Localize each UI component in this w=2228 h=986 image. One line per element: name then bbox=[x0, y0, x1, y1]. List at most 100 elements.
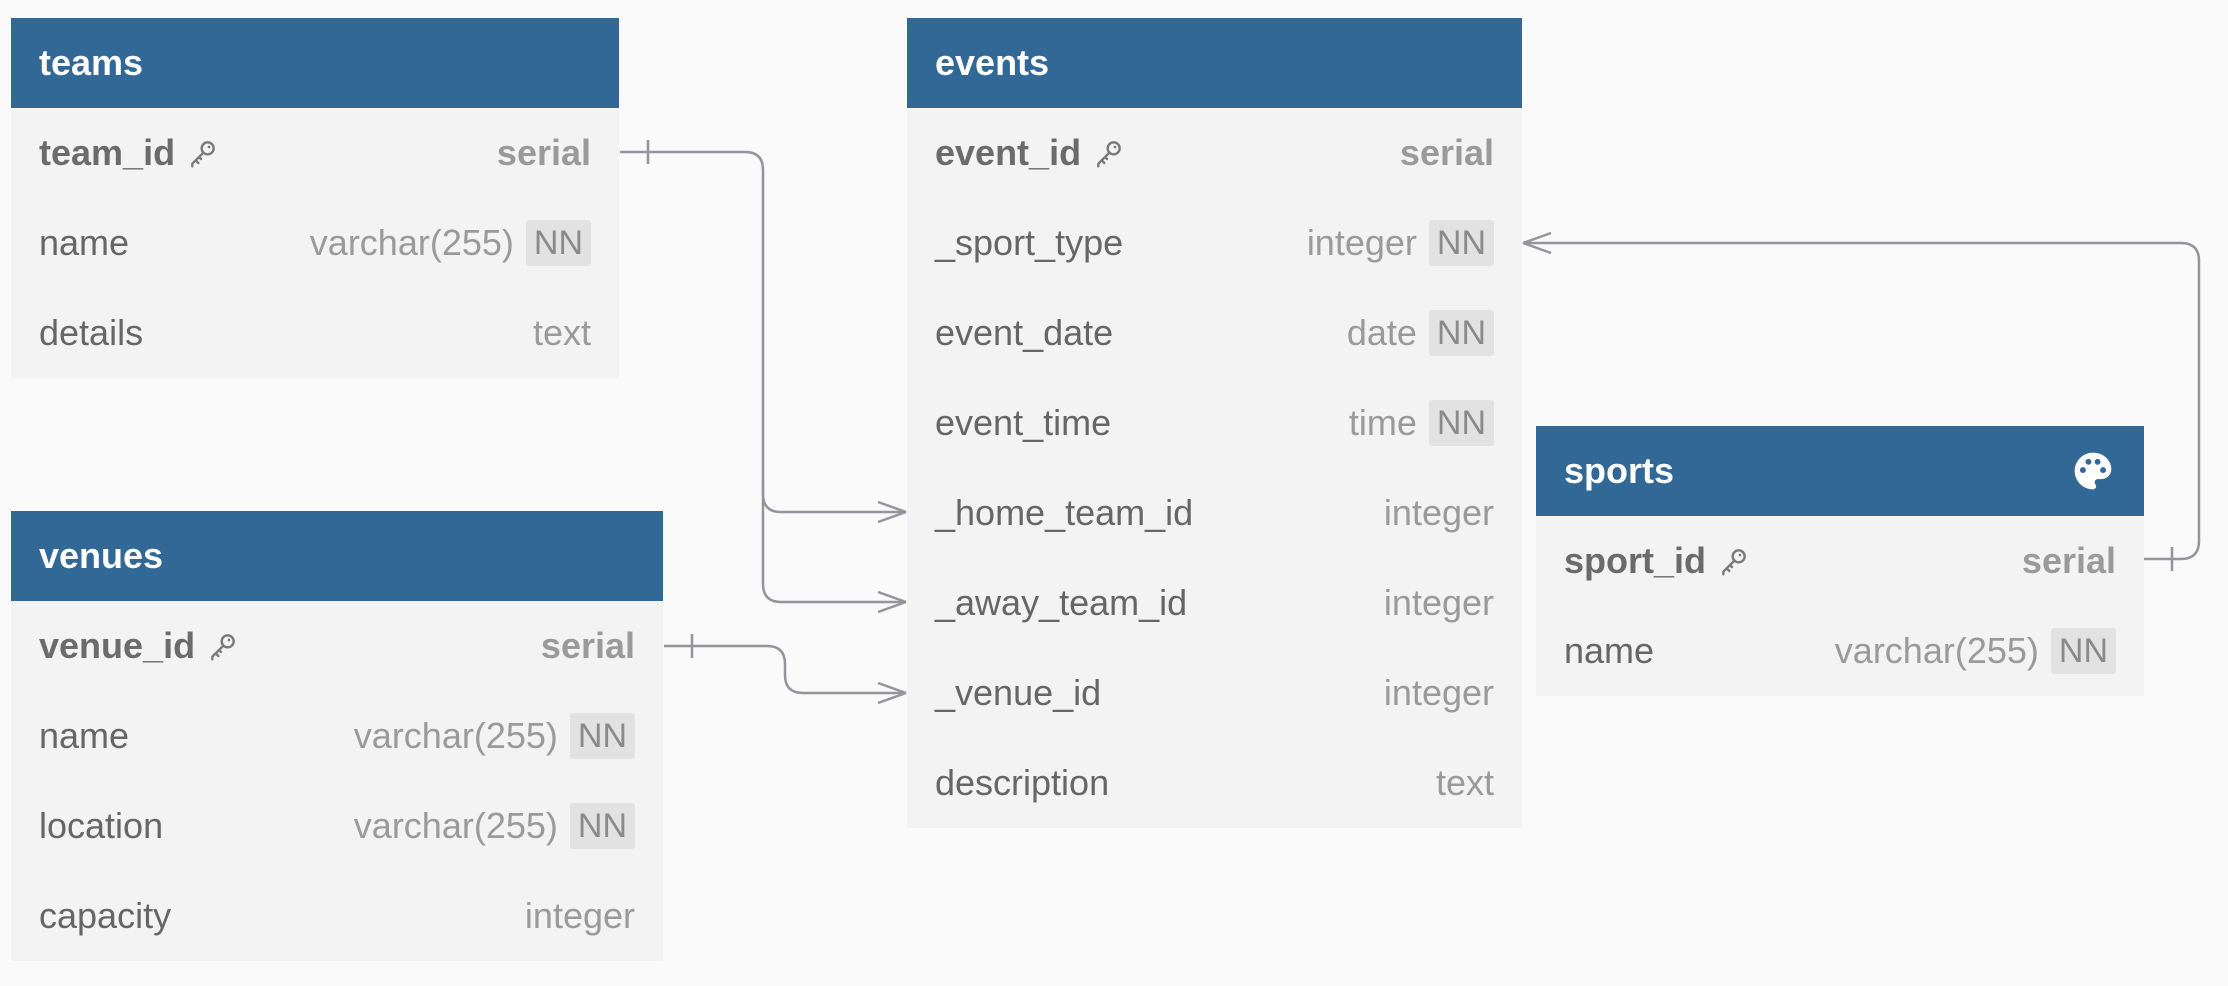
many-marker-venue bbox=[877, 681, 907, 705]
field-row[interactable]: _venue_id integer bbox=[907, 648, 1522, 738]
field-list: sport_id serial name varchar(255) NN bbox=[1536, 516, 2144, 696]
field-name: description bbox=[935, 762, 1436, 804]
table-header[interactable]: sports bbox=[1536, 426, 2144, 516]
many-marker-sport-type bbox=[1522, 231, 1552, 255]
field-type: integer bbox=[524, 895, 635, 936]
field-name-text: team_id bbox=[39, 132, 176, 173]
field-row-primary-key[interactable]: sport_id serial bbox=[1536, 516, 2144, 606]
field-name-text: _away_team_id bbox=[935, 582, 1188, 623]
field-name: _away_team_id bbox=[935, 582, 1384, 624]
field-row-primary-key[interactable]: event_id serial bbox=[907, 108, 1522, 198]
field-name-text: description bbox=[935, 762, 1110, 803]
many-marker-away-team bbox=[877, 590, 907, 614]
not-null-badge: NN bbox=[1428, 400, 1494, 446]
many-marker-home-team bbox=[877, 500, 907, 524]
relation-teams-away-team bbox=[761, 480, 906, 604]
table-teams[interactable]: teams team_id serial name varchar(255) NN det… bbox=[11, 18, 619, 378]
field-type: serial bbox=[540, 625, 635, 666]
field-type: varchar(255) bbox=[353, 715, 558, 756]
field-row[interactable]: name varchar(255) NN bbox=[11, 691, 663, 781]
field-name-text: event_time bbox=[935, 402, 1112, 443]
field-type: integer bbox=[1306, 222, 1417, 263]
field-name: team_id bbox=[39, 132, 497, 174]
field-name: _venue_id bbox=[935, 672, 1384, 714]
field-name: name bbox=[39, 715, 354, 757]
not-null-badge: NN bbox=[525, 220, 591, 266]
field-row-primary-key[interactable]: team_id serial bbox=[11, 108, 619, 198]
field-type: integer bbox=[1383, 492, 1494, 533]
not-null-badge: NN bbox=[1428, 310, 1494, 356]
field-row[interactable]: name varchar(255) NN bbox=[1536, 606, 2144, 696]
field-row[interactable]: name varchar(255) NN bbox=[11, 198, 619, 288]
field-type: time bbox=[1348, 402, 1417, 443]
field-name-text: _venue_id bbox=[935, 672, 1102, 713]
field-name: details bbox=[39, 312, 533, 354]
field-name: venue_id bbox=[39, 625, 541, 667]
field-list: team_id serial name varchar(255) NN details te… bbox=[11, 108, 619, 378]
field-name-text: name bbox=[39, 222, 130, 263]
relation-venues-venue bbox=[664, 644, 906, 695]
field-name-text: name bbox=[39, 715, 130, 756]
field-name: capacity bbox=[39, 895, 525, 937]
field-name-text: location bbox=[39, 805, 164, 846]
field-row[interactable]: _away_team_id integer bbox=[907, 558, 1522, 648]
not-null-badge: NN bbox=[569, 803, 635, 849]
field-name: sport_id bbox=[1564, 540, 2022, 582]
field-type: serial bbox=[2021, 540, 2116, 581]
key-icon bbox=[1718, 545, 1750, 577]
field-name: name bbox=[1564, 630, 1835, 672]
field-name-text: _home_team_id bbox=[935, 492, 1194, 533]
field-row[interactable]: description text bbox=[907, 738, 1522, 828]
table-title: teams bbox=[39, 42, 144, 83]
field-type: varchar(255) bbox=[1834, 630, 2039, 671]
field-row[interactable]: details text bbox=[11, 288, 619, 378]
table-title: sports bbox=[1564, 450, 1675, 491]
field-type: date bbox=[1346, 312, 1417, 353]
field-type: integer bbox=[1383, 582, 1494, 623]
table-header[interactable]: venues bbox=[11, 511, 663, 601]
field-row[interactable]: _home_team_id integer bbox=[907, 468, 1522, 558]
field-name-text: name bbox=[1564, 630, 1655, 671]
field-type: serial bbox=[496, 132, 591, 173]
field-type: serial bbox=[1399, 132, 1494, 173]
field-name-text: details bbox=[39, 312, 144, 353]
field-name-text: event_id bbox=[935, 132, 1082, 173]
table-title: venues bbox=[39, 535, 164, 576]
field-name-text: event_date bbox=[935, 312, 1114, 353]
field-name: _sport_type bbox=[935, 222, 1307, 264]
key-icon bbox=[207, 630, 239, 662]
table-header[interactable]: events bbox=[907, 18, 1522, 108]
field-type: varchar(255) bbox=[353, 805, 558, 846]
field-row[interactable]: event_date date NN bbox=[907, 288, 1522, 378]
field-type: integer bbox=[1383, 672, 1494, 713]
field-type: varchar(255) bbox=[309, 222, 514, 263]
field-name: location bbox=[39, 805, 354, 847]
field-row[interactable]: event_time time NN bbox=[907, 378, 1522, 468]
field-name: event_id bbox=[935, 132, 1400, 174]
table-title: events bbox=[935, 42, 1050, 83]
palette-icon[interactable] bbox=[2070, 448, 2116, 494]
field-name: _home_team_id bbox=[935, 492, 1384, 534]
table-sports[interactable]: sports sport_id serial name varchar(255) NN bbox=[1536, 426, 2144, 696]
table-header[interactable]: teams bbox=[11, 18, 619, 108]
field-name: event_time bbox=[935, 402, 1349, 444]
not-null-badge: NN bbox=[1428, 220, 1494, 266]
field-row[interactable]: location varchar(255) NN bbox=[11, 781, 663, 871]
field-name-text: venue_id bbox=[39, 625, 196, 666]
not-null-badge: NN bbox=[2050, 628, 2116, 674]
field-row-primary-key[interactable]: venue_id serial bbox=[11, 601, 663, 691]
field-type: text bbox=[1435, 762, 1494, 803]
field-type: text bbox=[532, 312, 591, 353]
not-null-badge: NN bbox=[569, 713, 635, 759]
key-icon bbox=[1093, 137, 1125, 169]
field-name-text: sport_id bbox=[1564, 540, 1707, 581]
relation-teams-home-team bbox=[620, 150, 906, 514]
key-icon bbox=[187, 137, 219, 169]
